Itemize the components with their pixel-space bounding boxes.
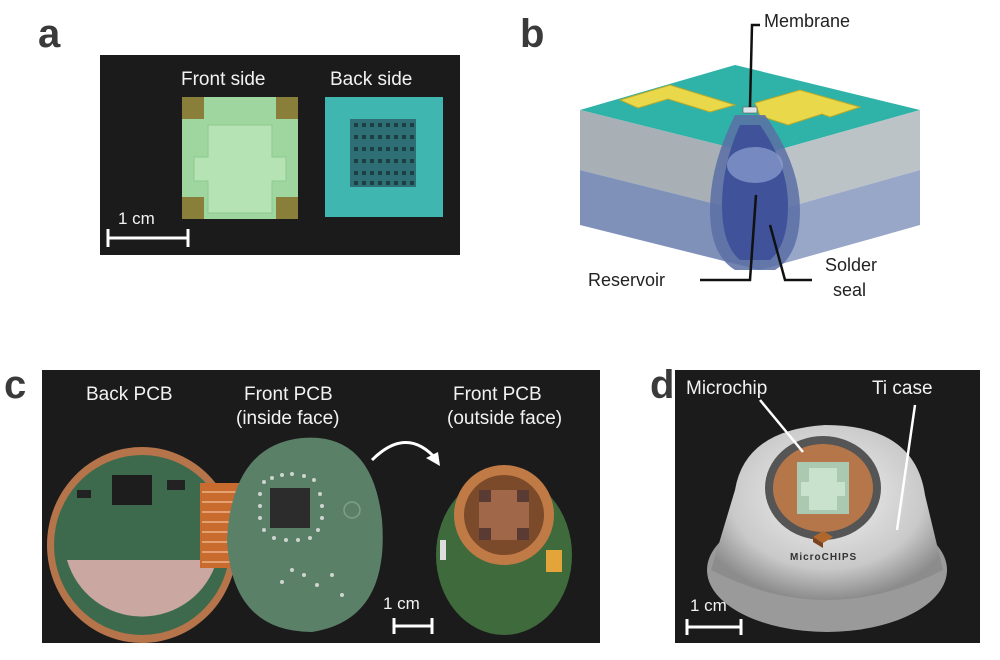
chip-photos: [106, 97, 443, 247]
front-pcb-outside-label-line2: (outside face): [447, 408, 563, 429]
panel-letter-c: c: [4, 363, 27, 407]
scale-label-d: 1 cm: [690, 596, 727, 615]
brand-text: MicroCHIPS: [790, 552, 858, 563]
pcb-photos: [47, 437, 572, 643]
device-photo: [685, 399, 947, 635]
membrane: [742, 106, 758, 114]
front-side-chip: [182, 97, 298, 219]
solder-seal-label-line1: Solder: [825, 255, 878, 275]
scale-bar-d: [685, 619, 743, 635]
scale-label-a: 1 cm: [118, 209, 155, 228]
back-side-label: Back side: [330, 69, 413, 90]
front-side-label: Front side: [181, 69, 266, 90]
panel-a-photo: [100, 55, 460, 255]
panel-letter-d: d: [650, 363, 675, 407]
back-pcb: [47, 447, 237, 643]
front-pcb-outside: [436, 465, 572, 635]
scale-bar-c: [392, 618, 434, 634]
ti-case-label: Ti case: [872, 378, 933, 399]
flip-arrow: [370, 441, 439, 462]
panel-c-photo: [42, 370, 600, 643]
back-side-chip: [325, 97, 443, 217]
reservoir-diagram: [560, 15, 940, 315]
front-pcb-inside-label-line2: (inside face): [236, 408, 340, 429]
panel-letter-b: b: [520, 12, 545, 56]
scale-bar-a: [106, 229, 190, 247]
panel-letter-a: a: [38, 12, 61, 56]
panel-d-photo: [675, 370, 980, 643]
left-electrode: [618, 84, 737, 113]
front-pcb-inside: [227, 437, 383, 632]
front-pcb-inside-label-line1: Front PCB: [244, 384, 333, 405]
scale-label-c: 1 cm: [383, 594, 420, 613]
microchip: [765, 436, 881, 540]
membrane-label: Membrane: [764, 11, 851, 31]
microchip-label: Microchip: [686, 378, 768, 399]
back-pcb-label: Back PCB: [86, 384, 173, 405]
microchips-logo: [813, 531, 833, 548]
solder-seal-label-line2: seal: [833, 280, 867, 300]
reservoir-label: Reservoir: [588, 270, 666, 290]
front-pcb-outside-label-line1: Front PCB: [453, 384, 542, 405]
